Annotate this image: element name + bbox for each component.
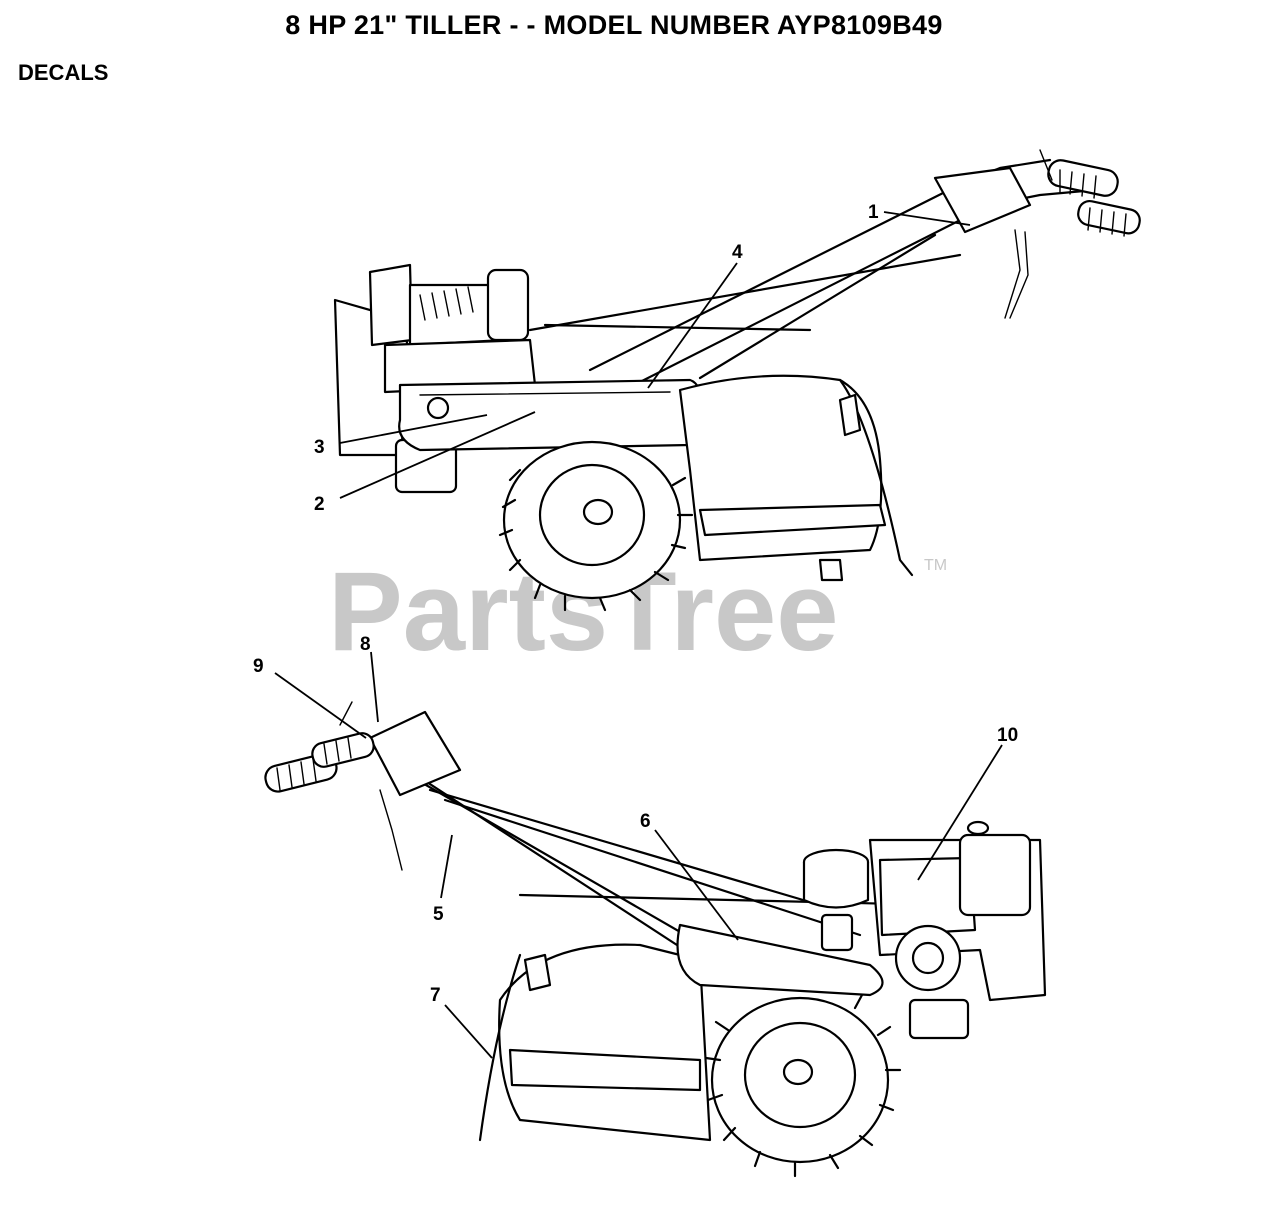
callout-1: 1: [868, 202, 879, 223]
leader-10: [917, 744, 1003, 881]
wheel-bottom-view: [704, 993, 902, 1178]
handle-decal-plate-top: [933, 166, 1032, 234]
handle-grip-upper: [1047, 159, 1119, 199]
section-label: DECALS: [18, 60, 109, 85]
engine-top-view: [333, 263, 537, 494]
tiller-bottom-view: [264, 701, 1047, 1178]
leader-1: [883, 211, 971, 226]
handle-decal-plate-bottom: [368, 710, 462, 797]
watermark-trademark: TM: [924, 557, 947, 574]
handle-grip-lower: [1077, 199, 1141, 237]
callout-2: 2: [314, 494, 325, 515]
leader-4: [647, 262, 738, 389]
wheel-top-view: [498, 440, 694, 612]
handle-grip-left-upper: [311, 732, 375, 768]
callout-3: 3: [314, 437, 325, 458]
callout-10: 10: [997, 725, 1018, 746]
callout-leaders: [274, 211, 1003, 1059]
leader-9: [274, 672, 367, 739]
callout-4: 4: [732, 242, 743, 263]
tiller-top-view: [333, 149, 1141, 612]
callout-9: 9: [253, 656, 264, 677]
leader-6: [654, 829, 739, 941]
engine-bottom-view: [802, 820, 1047, 1040]
callout-8: 8: [360, 634, 371, 655]
callout-6: 6: [640, 811, 651, 832]
leader-3: [339, 414, 488, 444]
callout-numbers: 1 2 3 4 5 6 7 8 9 10: [253, 202, 1018, 1006]
leader-2: [339, 411, 536, 499]
callout-7: 7: [430, 985, 441, 1006]
callout-5: 5: [433, 904, 444, 925]
tine-shield-top: [698, 503, 887, 537]
tine-shield-bottom: [508, 1048, 702, 1092]
belt-cover-bottom: [676, 923, 884, 997]
leader-7: [444, 1004, 493, 1059]
leader-8: [370, 651, 379, 723]
page-title: 8 HP 21" TILLER - - MODEL NUMBER AYP8109…: [285, 10, 943, 40]
leader-5: [440, 834, 453, 899]
